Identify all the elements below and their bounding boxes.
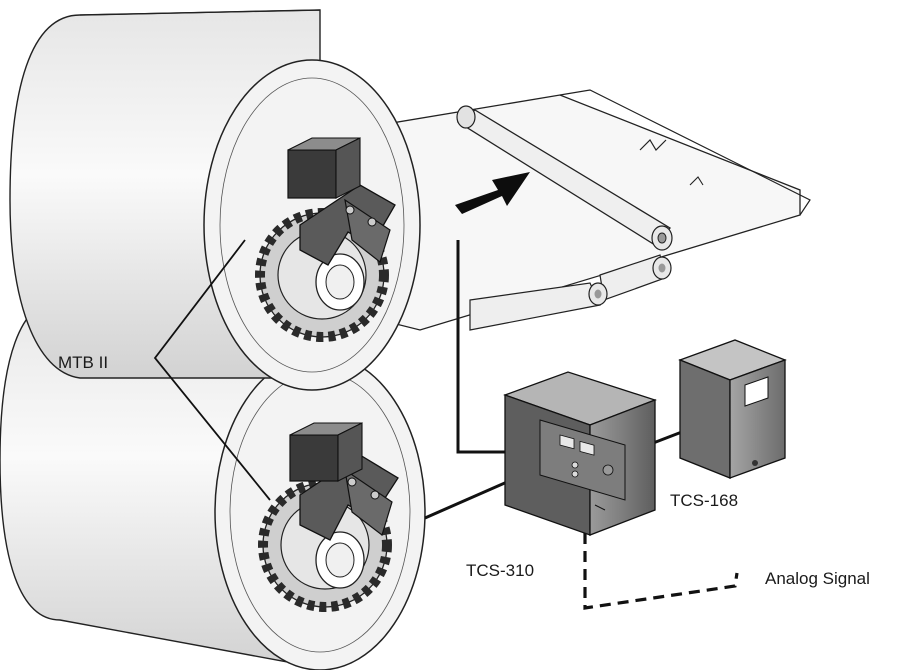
mtb-leader-lines	[153, 239, 271, 501]
sensor-to-controller-line	[456, 240, 508, 454]
upper-guide-roller	[456, 105, 673, 251]
top-brake-assembly	[255, 137, 396, 342]
lower-guide-rollers	[469, 254, 672, 331]
label-tcs-168: TCS-168	[670, 491, 738, 510]
label-mtb-ii: MTB II	[58, 353, 108, 372]
brake-to-controller-line	[424, 476, 517, 520]
analog-signal-line	[583, 515, 739, 610]
label-analog-signal: Analog Signal	[765, 569, 870, 588]
bottom-brake-assembly	[258, 422, 399, 612]
label-tcs-310: TCS-310	[466, 561, 534, 580]
web-direction-arrow-icon	[455, 172, 530, 214]
tcs-310-controller	[503, 371, 657, 536]
tcs-168-power-supply	[678, 339, 787, 479]
